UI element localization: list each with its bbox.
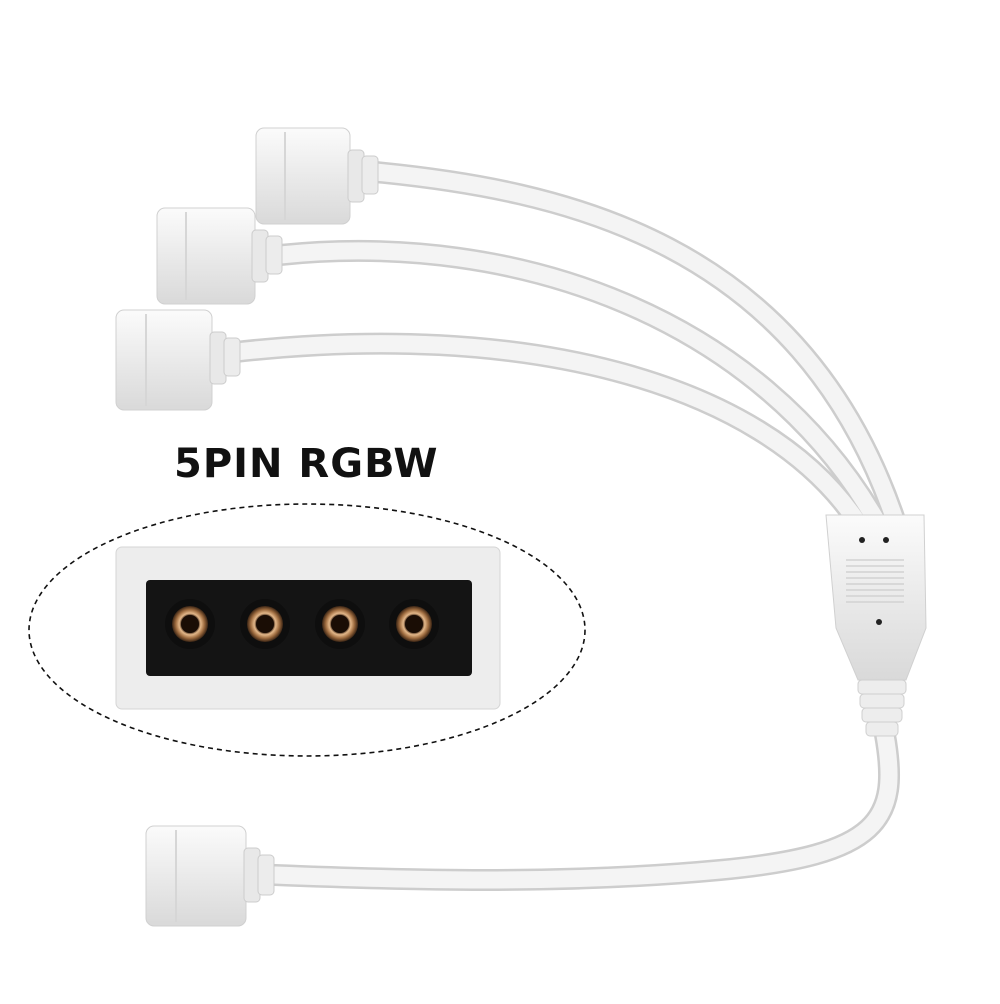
plug-bottom	[145, 825, 275, 927]
pin-socket	[315, 599, 365, 649]
connector-face	[115, 546, 501, 710]
pin-socket	[165, 599, 215, 649]
plug-middle	[156, 207, 283, 305]
callout-ellipse	[28, 503, 586, 757]
plug-top	[255, 127, 379, 225]
connector-type-label: 5PIN RGBW	[174, 441, 439, 487]
pin-socket	[240, 599, 290, 649]
plug-lower	[115, 309, 241, 411]
splitter-hub	[825, 514, 927, 737]
cables	[225, 161, 906, 891]
pin-socket	[389, 599, 439, 649]
